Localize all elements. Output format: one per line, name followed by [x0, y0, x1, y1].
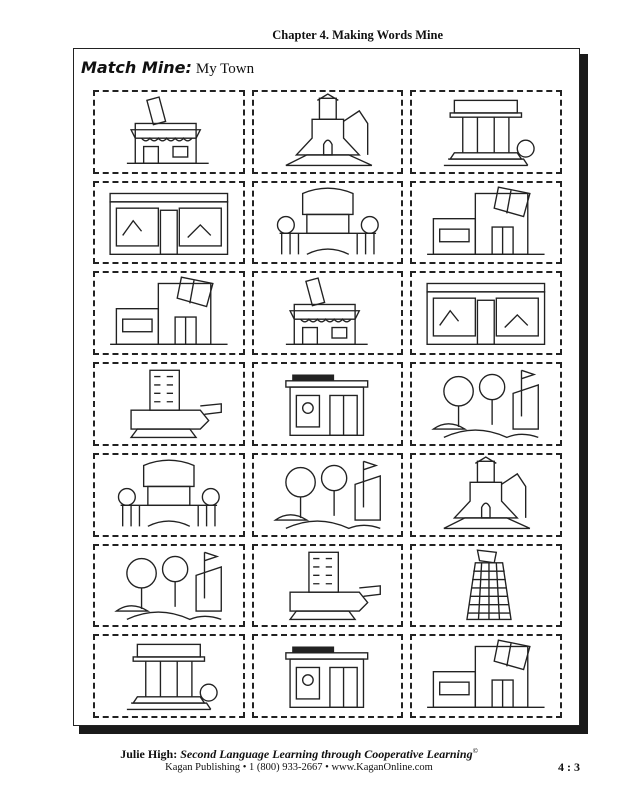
picture-card: [93, 271, 245, 356]
worksheet-panel: Match Mine: My Town: [73, 48, 580, 726]
picture-card: [410, 452, 562, 537]
picture-card: [251, 180, 404, 265]
title-subtitle: My Town: [195, 61, 255, 77]
picture-card: [251, 362, 404, 446]
picture-card: [93, 362, 245, 446]
picture-card: [93, 452, 245, 537]
copyright-mark: ©: [472, 747, 478, 755]
chapter-header: Chapter 4. Making Words Mine: [272, 28, 443, 42]
footer-citation: Julie High: Second Language Learning thr…: [0, 747, 608, 762]
page-number: 4 : 3: [558, 760, 580, 774]
picture-card: [93, 634, 245, 718]
footer-book-title: Second Language Learning through Coopera…: [180, 747, 473, 761]
card-grid: [93, 90, 562, 718]
picture-card: [251, 543, 404, 628]
picture-card: [251, 634, 404, 718]
picture-card: [410, 362, 562, 446]
picture-card: [410, 180, 562, 265]
picture-card: [410, 543, 562, 628]
picture-card: [93, 90, 245, 174]
picture-card: [93, 180, 245, 265]
picture-card: [251, 90, 404, 174]
picture-card: [251, 452, 404, 537]
picture-card: [251, 271, 404, 356]
title-brand: Match Mine:: [81, 58, 192, 77]
picture-card: [410, 634, 562, 718]
worksheet-title: Match Mine: My Town: [81, 58, 254, 78]
picture-card: [410, 90, 562, 174]
footer-author: Julie High:: [120, 747, 178, 761]
footer-publisher: Kagan Publishing • 1 (800) 933-2667 • ww…: [165, 762, 433, 773]
picture-card: [410, 271, 562, 356]
picture-card: [93, 543, 245, 628]
